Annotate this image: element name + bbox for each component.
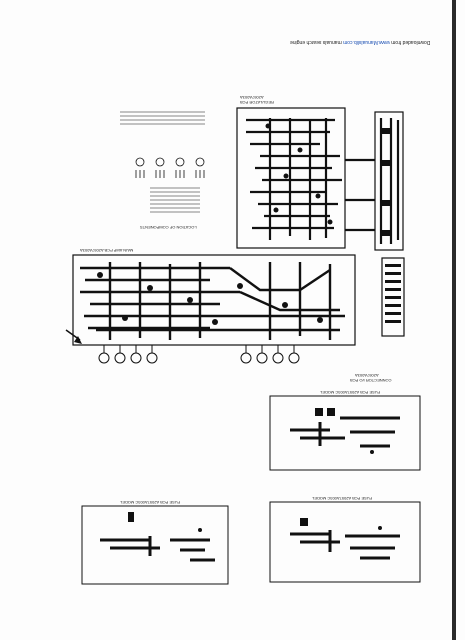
fuse-pcb-3-title: FUSE PCB A2057A003C MODEL [312, 496, 373, 501]
legend-caption: LOCATION OF COMPONENTS [140, 225, 197, 230]
fuse-pcb-1 [269, 395, 421, 471]
connector-title: CONNECTOR I/O PCB [350, 378, 392, 383]
main-pcb-title: MAIN AMP PCB A2057A003A [80, 248, 134, 253]
connector-io-pcb [381, 257, 405, 337]
fuse-pcb-1-title: FUSE PCB A2057A003C MODEL [320, 390, 381, 395]
fuse-pcb-2 [81, 505, 229, 585]
transistor-legend [120, 111, 205, 213]
regulator-title: REGULATOR PCB [240, 100, 274, 105]
connector-code: A2057A003A [355, 373, 379, 378]
fuse-pcb-2-title: FUSE PCB A2057A003C MODEL [120, 500, 181, 505]
page-edge [452, 0, 456, 640]
regulator-code: A2057A003A [240, 95, 264, 100]
regulator-pcb [236, 107, 404, 251]
fuse-pcb-3 [269, 501, 421, 583]
main-amp-pcb [65, 254, 356, 364]
